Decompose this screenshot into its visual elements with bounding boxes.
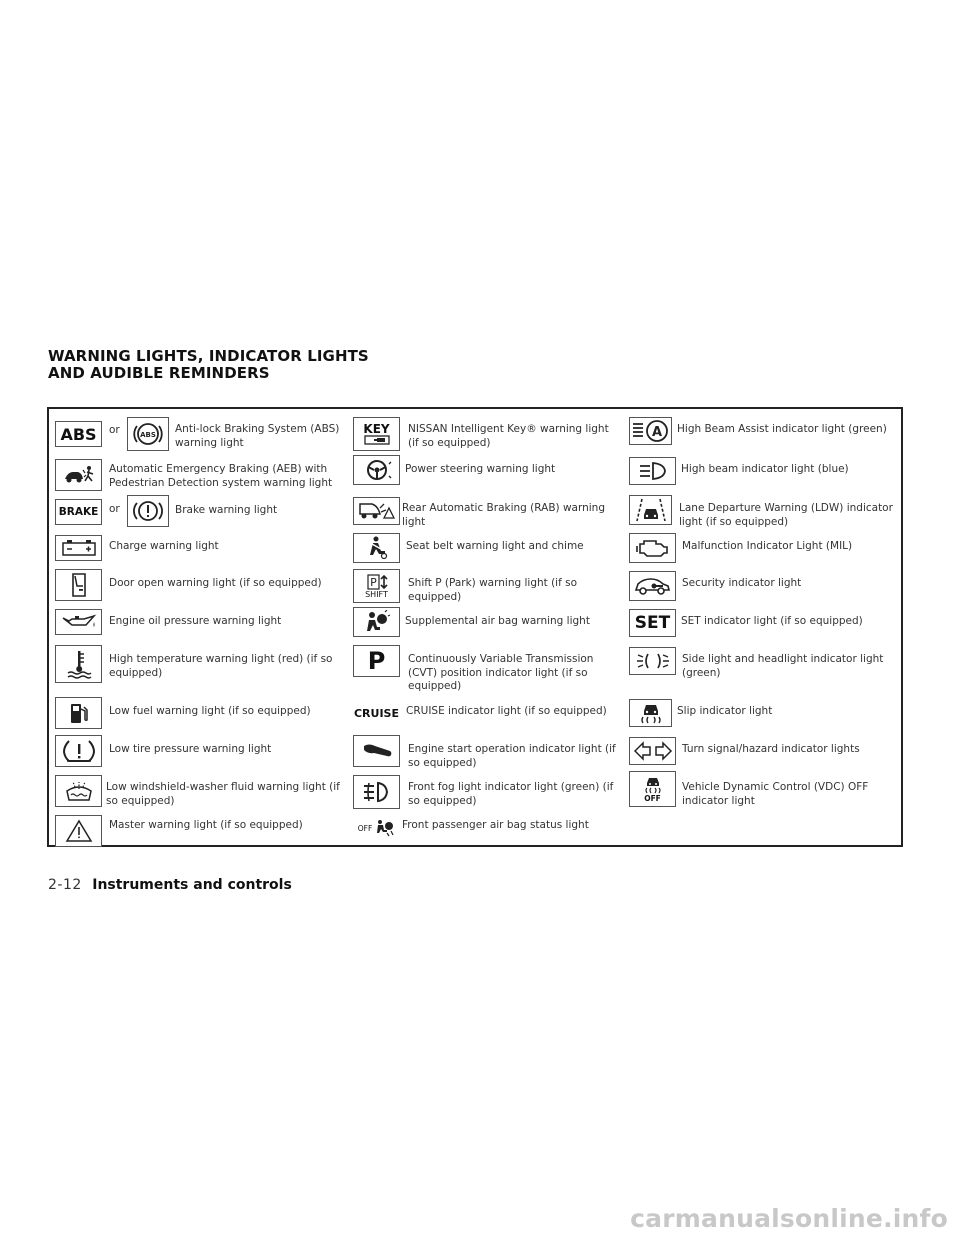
front-fog-icon	[353, 775, 400, 809]
brake-icon: BRAKE	[55, 499, 102, 525]
passenger-airbag-status-icon: OFF	[353, 817, 400, 839]
high-temp-label: High temperature warning light (red) (if…	[109, 653, 333, 679]
shift-park-icon: P SHIFT	[353, 569, 400, 603]
set-icon-text: SET	[634, 613, 671, 633]
cvt-p-icon-text: P	[367, 647, 386, 675]
side-light-icon	[629, 647, 676, 675]
turn-signal-label: Turn signal/hazard indicator lights	[682, 743, 860, 755]
intelligent-key-icon: KEY	[353, 417, 400, 451]
master-warning-icon	[55, 815, 102, 847]
power-steering-label: Power steering warning light	[405, 463, 556, 475]
park-position-icon: P	[353, 645, 400, 677]
high-beam-assist-icon: A	[629, 417, 672, 445]
vdc-off-text: OFF	[644, 794, 661, 803]
high-beam-assist-label: High Beam Assist indicator light (green)	[677, 423, 887, 435]
brake-label: Brake warning light	[175, 504, 278, 516]
slip-label: Slip indicator light	[677, 705, 773, 717]
airbag-label: Supplemental air bag warning light	[405, 615, 590, 627]
engine-icon	[629, 533, 676, 563]
security-car-icon	[629, 571, 676, 601]
chapter-title: Instruments and controls	[92, 877, 292, 893]
cvt-position-label: Continuously Variable Transmission (CVT)…	[408, 653, 594, 692]
page-footer: 2-12 Instruments and controls	[48, 877, 292, 893]
turn-signal-icon	[629, 737, 676, 765]
oil-can-icon	[55, 609, 102, 635]
cruise-icon-text: CRUISE	[353, 706, 399, 720]
cruise-icon: CRUISE	[353, 699, 400, 727]
seat-belt-icon	[353, 533, 400, 563]
engine-start-icon	[353, 735, 400, 767]
seat-belt-label: Seat belt warning light and chime	[406, 540, 584, 552]
low-fuel-label: Low fuel warning light (if so equipped)	[109, 705, 311, 717]
vdc-off-label: Vehicle Dynamic Control (VDC) OFF indica…	[682, 781, 869, 807]
abs-icon-text: ABS	[60, 424, 97, 444]
lane-departure-icon	[629, 495, 672, 525]
section-title: WARNING LIGHTS, INDICATOR LIGHTS AND AUD…	[48, 348, 369, 382]
section-title-line1: WARNING LIGHTS, INDICATOR LIGHTS	[48, 347, 369, 365]
rear-braking-icon	[353, 497, 400, 525]
side-light-label: Side light and headlight indicator light…	[682, 653, 884, 679]
page-number: 2-12	[48, 877, 82, 893]
high-beam-icon	[629, 457, 676, 485]
abs-icon: ABS	[55, 421, 102, 447]
vdc-off-icon: OFF	[629, 771, 676, 807]
or-text: or	[109, 424, 120, 436]
coolant-temp-icon	[55, 645, 102, 683]
airbag-icon	[353, 607, 400, 637]
abs-circle-icon: ABS	[127, 417, 169, 451]
low-tire-label: Low tire pressure warning light	[109, 743, 272, 755]
high-beam-label: High beam indicator light (blue)	[681, 463, 849, 475]
rear-braking-label: Rear Automatic Braking (RAB) warning lig…	[402, 502, 606, 528]
mil-label: Malfunction Indicator Light (MIL)	[682, 540, 853, 552]
aeb-label: Automatic Emergency Braking (AEB) with P…	[109, 463, 333, 489]
passenger-airbag-status-label: Front passenger air bag status light	[402, 819, 589, 831]
engine-start-label: Engine start operation indicator light (…	[408, 743, 616, 769]
washer-fluid-icon	[55, 775, 102, 807]
high-beam-assist-text: A	[651, 425, 661, 440]
lane-departure-label: Lane Departure Warning (LDW) indicator l…	[679, 502, 893, 528]
key-icon-text: KEY	[363, 422, 390, 436]
door-open-icon	[55, 569, 102, 601]
front-fog-label: Front fog light indicator light (green) …	[408, 781, 614, 807]
slip-icon	[629, 699, 672, 727]
or-text-2: or	[109, 503, 120, 515]
section-title-line2: AND AUDIBLE REMINDERS	[48, 364, 270, 382]
warning-lights-table: ABS or ABS Anti-lock Braking System (ABS…	[47, 407, 903, 847]
washer-fluid-label: Low windshield-washer fluid warning ligh…	[106, 781, 340, 807]
fuel-pump-icon	[55, 697, 102, 729]
cruise-label: CRUISE indicator light (if so equipped)	[406, 705, 607, 717]
door-open-label: Door open warning light (if so equipped)	[109, 577, 322, 589]
battery-icon	[55, 535, 102, 561]
set-icon: SET	[629, 609, 676, 637]
watermark: carmanualsonline.info	[630, 1204, 948, 1233]
shift-park-label: Shift P (Park) warning light (if so equi…	[408, 577, 578, 603]
master-warning-label: Master warning light (if so equipped)	[109, 819, 303, 831]
oil-pressure-label: Engine oil pressure warning light	[109, 615, 282, 627]
brake-circle-icon	[127, 495, 169, 527]
steering-wheel-icon	[353, 455, 400, 485]
set-label: SET indicator light (if so equipped)	[681, 615, 863, 627]
brake-icon-text: BRAKE	[58, 506, 99, 518]
security-label: Security indicator light	[682, 577, 802, 589]
svg-text:ABS: ABS	[140, 431, 156, 439]
svg-text:P: P	[370, 576, 377, 589]
aeb-icon	[55, 459, 102, 491]
shift-icon-text: SHIFT	[365, 589, 388, 599]
intelligent-key-label: NISSAN Intelligent Key® warning light (i…	[408, 423, 609, 449]
abs-label: Anti-lock Braking System (ABS) warning l…	[175, 423, 340, 449]
charge-label: Charge warning light	[109, 540, 219, 552]
passenger-airbag-off-text: OFF	[357, 823, 373, 833]
tire-pressure-icon	[55, 735, 102, 767]
